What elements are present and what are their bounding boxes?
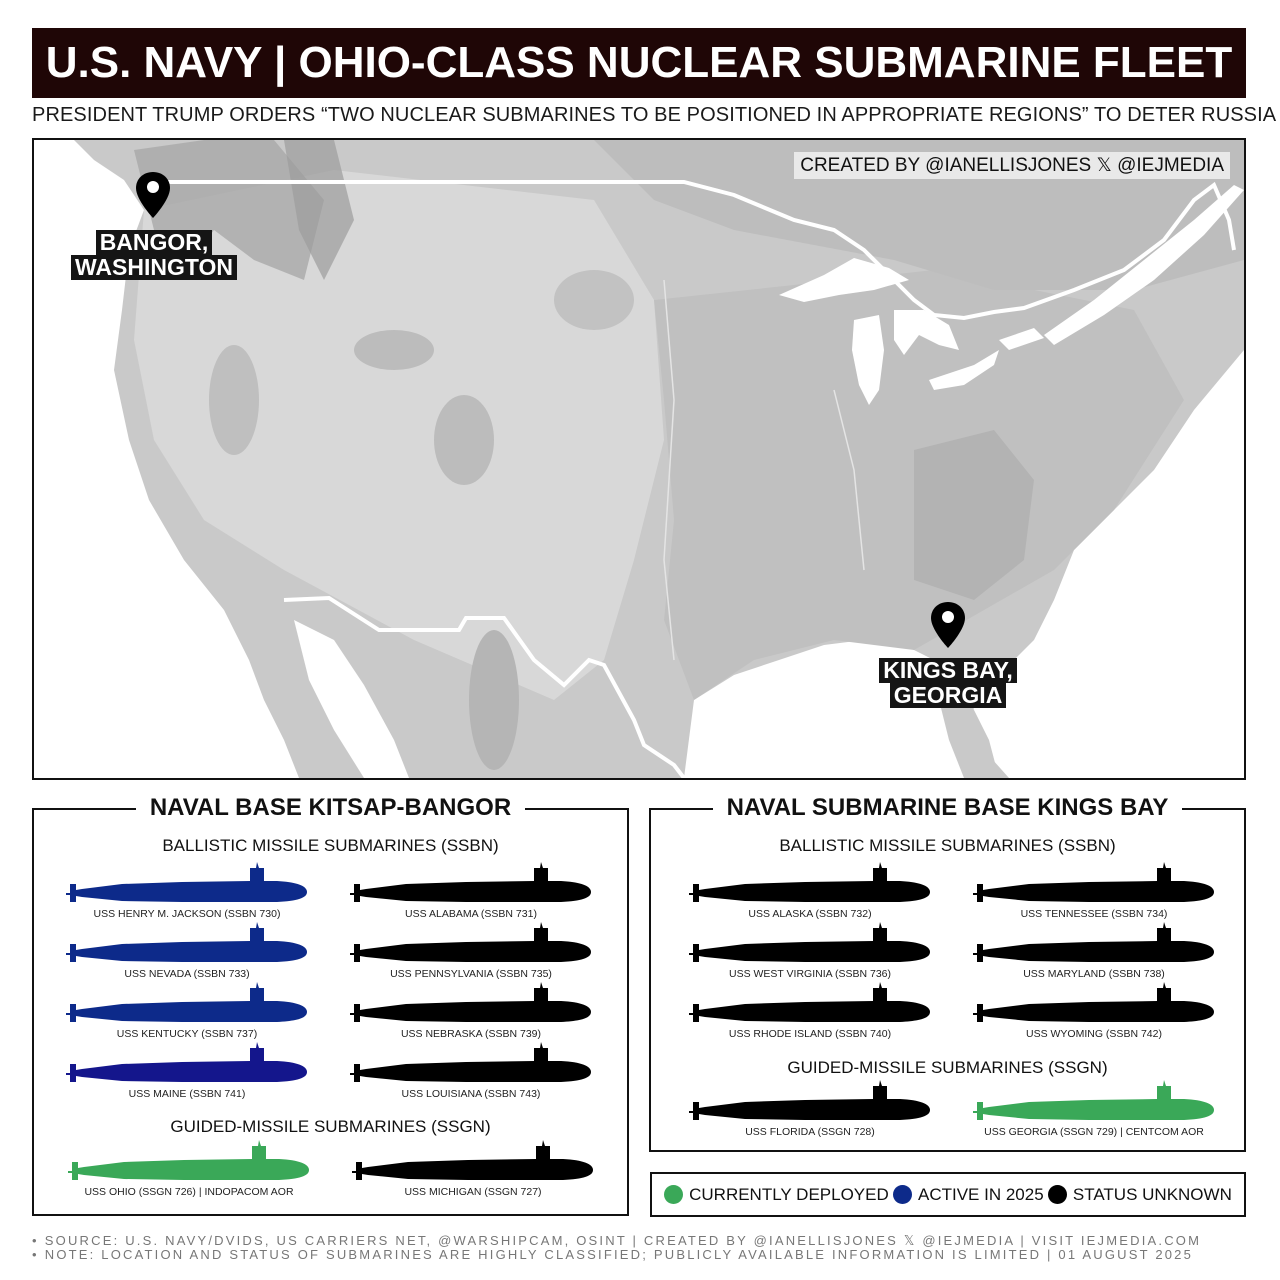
submarine-icon (64, 1140, 314, 1188)
legend-item-deployed: CURRENTLY DEPLOYED (664, 1185, 889, 1205)
submarine-item[interactable]: USS FLORIDA (SSGN 728) (685, 1080, 935, 1140)
submarine-icon (346, 862, 596, 910)
legend: CURRENTLY DEPLOYED ACTIVE IN 2025 STATUS… (650, 1172, 1246, 1217)
submarine-icon (685, 862, 935, 910)
base-panel-kings-bay: NAVAL SUBMARINE BASE KINGS BAY BALLISTIC… (649, 794, 1246, 1152)
map-pin-icon[interactable] (931, 602, 965, 648)
submarine-label: USS MICHIGAN (SSGN 727) (404, 1186, 542, 1198)
submarine-label: USS MARYLAND (SSBN 738) (1023, 968, 1165, 980)
map-pin-icon[interactable] (136, 172, 170, 218)
submarine-item[interactable]: USS LOUISIANA (SSBN 743) (346, 1042, 596, 1102)
submarine-item[interactable]: USS MAINE (SSBN 741) (62, 1042, 312, 1102)
category-title-ssgn: GUIDED-MISSILE SUBMARINES (SSGN) (170, 1117, 491, 1136)
submarine-label: USS KENTUCKY (SSBN 737) (116, 1028, 258, 1040)
submarine-icon (969, 922, 1219, 970)
base-title-text: NAVAL BASE KITSAP-BANGOR (135, 794, 526, 821)
footer-source: • SOURCE: U.S. NAVY/DVIDS, US CARRIERS NE… (32, 1234, 1252, 1248)
legend-label: CURRENTLY DEPLOYED (689, 1184, 889, 1204)
bullet-icon: • (32, 1233, 39, 1248)
blue-dot-icon (892, 1185, 912, 1204)
bullet-icon: • (32, 1247, 39, 1262)
page-title: U.S. NAVY | OHIO-CLASS NUCLEAR SUBMARINE… (32, 28, 1246, 98)
submarine-item[interactable]: USS NEVADA (SSBN 733) (62, 922, 312, 982)
submarine-icon (346, 982, 596, 1030)
submarine-icon (348, 1140, 598, 1188)
legend-item-unknown: STATUS UNKNOWN (1047, 1184, 1232, 1205)
legend-label: STATUS UNKNOWN (1072, 1184, 1232, 1204)
submarine-icon (62, 1042, 312, 1090)
submarine-item[interactable]: USS WEST VIRGINIA (SSBN 736) (685, 922, 935, 982)
submarine-item[interactable]: USS MICHIGAN (SSGN 727) (348, 1140, 598, 1200)
submarine-label: USS PENNSYLVANIA (SSBN 735) (390, 968, 552, 980)
submarine-label: USS MAINE (SSBN 741) (128, 1088, 246, 1100)
note-text: NOTE: LOCATION AND STATUS OF SUBMARINES … (44, 1247, 1194, 1262)
submarine-label: USS WYOMING (SSBN 742) (1026, 1028, 1162, 1040)
submarine-item[interactable]: USS TENNESSEE (SSBN 734) (969, 862, 1219, 922)
map-credit: CREATED BY @IANELLISJONES 𝕏 @IEJMEDIA (794, 152, 1230, 179)
category-title-ssbn: BALLISTIC MISSILE SUBMARINES (SSBN) (779, 836, 1116, 855)
submarine-label: USS ALABAMA (SSBN 731) (405, 908, 537, 920)
submarine-item[interactable]: USS ALABAMA (SSBN 731) (346, 862, 596, 922)
legend-label: ACTIVE IN 2025 (917, 1184, 1044, 1204)
submarine-icon (346, 1042, 596, 1090)
pin-label-line: GEORGIA (889, 683, 1007, 708)
legend-item-active: ACTIVE IN 2025 (892, 1184, 1044, 1205)
us-map: CREATED BY @IANELLISJONES 𝕏 @IEJMEDIA BA… (32, 138, 1246, 780)
submarine-label: USS LOUISIANA (SSBN 743) (401, 1088, 541, 1100)
submarine-label: USS RHODE ISLAND (SSBN 740) (728, 1028, 892, 1040)
submarine-item[interactable]: USS ALASKA (SSBN 732) (685, 862, 935, 922)
base-title: NAVAL BASE KITSAP-BANGOR (34, 794, 627, 824)
title-text: U.S. NAVY | OHIO-CLASS NUCLEAR SUBMARINE… (45, 38, 1233, 87)
submarine-icon (969, 862, 1219, 910)
base-title-text: NAVAL SUBMARINE BASE KINGS BAY (712, 794, 1183, 821)
submarine-icon (685, 922, 935, 970)
pin-label-bangor: BANGOR, WASHINGTON (64, 230, 244, 280)
submarine-label: USS NEBRASKA (SSBN 739) (400, 1028, 542, 1040)
submarine-item[interactable]: USS HENRY M. JACKSON (SSBN 730) (62, 862, 312, 922)
submarine-icon (62, 922, 312, 970)
submarine-icon (346, 922, 596, 970)
submarine-item[interactable]: USS WYOMING (SSBN 742) (969, 982, 1219, 1042)
pin-label-line: WASHINGTON (70, 255, 238, 280)
submarine-item[interactable]: USS OHIO (SSGN 726) | INDOPACOM AOR (64, 1140, 314, 1200)
black-dot-icon (1047, 1185, 1067, 1204)
submarine-label: USS ALASKA (SSBN 732) (748, 908, 872, 920)
submarine-label: USS NEVADA (SSBN 733) (124, 968, 250, 980)
pin-label-line: KINGS BAY, (879, 658, 1017, 683)
footer-note: • NOTE: LOCATION AND STATUS OF SUBMARINES… (32, 1248, 1252, 1262)
submarine-label: USS FLORIDA (SSGN 728) (745, 1126, 875, 1138)
submarine-item[interactable]: USS NEBRASKA (SSBN 739) (346, 982, 596, 1042)
submarine-label: USS TENNESSEE (SSBN 734) (1020, 908, 1168, 920)
submarine-item[interactable]: USS KENTUCKY (SSBN 737) (62, 982, 312, 1042)
base-title: NAVAL SUBMARINE BASE KINGS BAY (651, 794, 1244, 824)
submarine-item[interactable]: USS MARYLAND (SSBN 738) (969, 922, 1219, 982)
submarine-icon (62, 982, 312, 1030)
category-title-ssgn: GUIDED-MISSILE SUBMARINES (SSGN) (787, 1058, 1108, 1077)
submarine-icon (685, 982, 935, 1030)
submarine-icon (969, 1080, 1219, 1128)
source-text: SOURCE: U.S. NAVY/DVIDS, US CARRIERS NET… (44, 1233, 1202, 1248)
base-panel-bangor: NAVAL BASE KITSAP-BANGOR BALLISTIC MISSI… (32, 794, 629, 1216)
category-title-ssbn: BALLISTIC MISSILE SUBMARINES (SSBN) (162, 836, 499, 855)
pin-label-kings-bay: KINGS BAY, GEORGIA (868, 658, 1028, 708)
submarine-icon (685, 1080, 935, 1128)
submarine-label: USS GEORGIA (SSGN 729) | CENTCOM AOR (984, 1126, 1204, 1138)
pin-label-line: BANGOR, (95, 230, 213, 255)
submarine-item[interactable]: USS PENNSYLVANIA (SSBN 735) (346, 922, 596, 982)
green-dot-icon (664, 1185, 684, 1204)
submarine-icon (62, 862, 312, 910)
submarine-item[interactable]: USS RHODE ISLAND (SSBN 740) (685, 982, 935, 1042)
submarine-label: USS WEST VIRGINIA (SSBN 736) (728, 968, 892, 980)
submarine-label: USS OHIO (SSGN 726) | INDOPACOM AOR (84, 1186, 294, 1198)
submarine-label: USS HENRY M. JACKSON (SSBN 730) (93, 908, 281, 920)
submarine-item[interactable]: USS GEORGIA (SSGN 729) | CENTCOM AOR (969, 1080, 1219, 1140)
submarine-icon (969, 982, 1219, 1030)
subtitle: PRESIDENT TRUMP ORDERS “TWO NUCLEAR SUBM… (32, 104, 1277, 126)
